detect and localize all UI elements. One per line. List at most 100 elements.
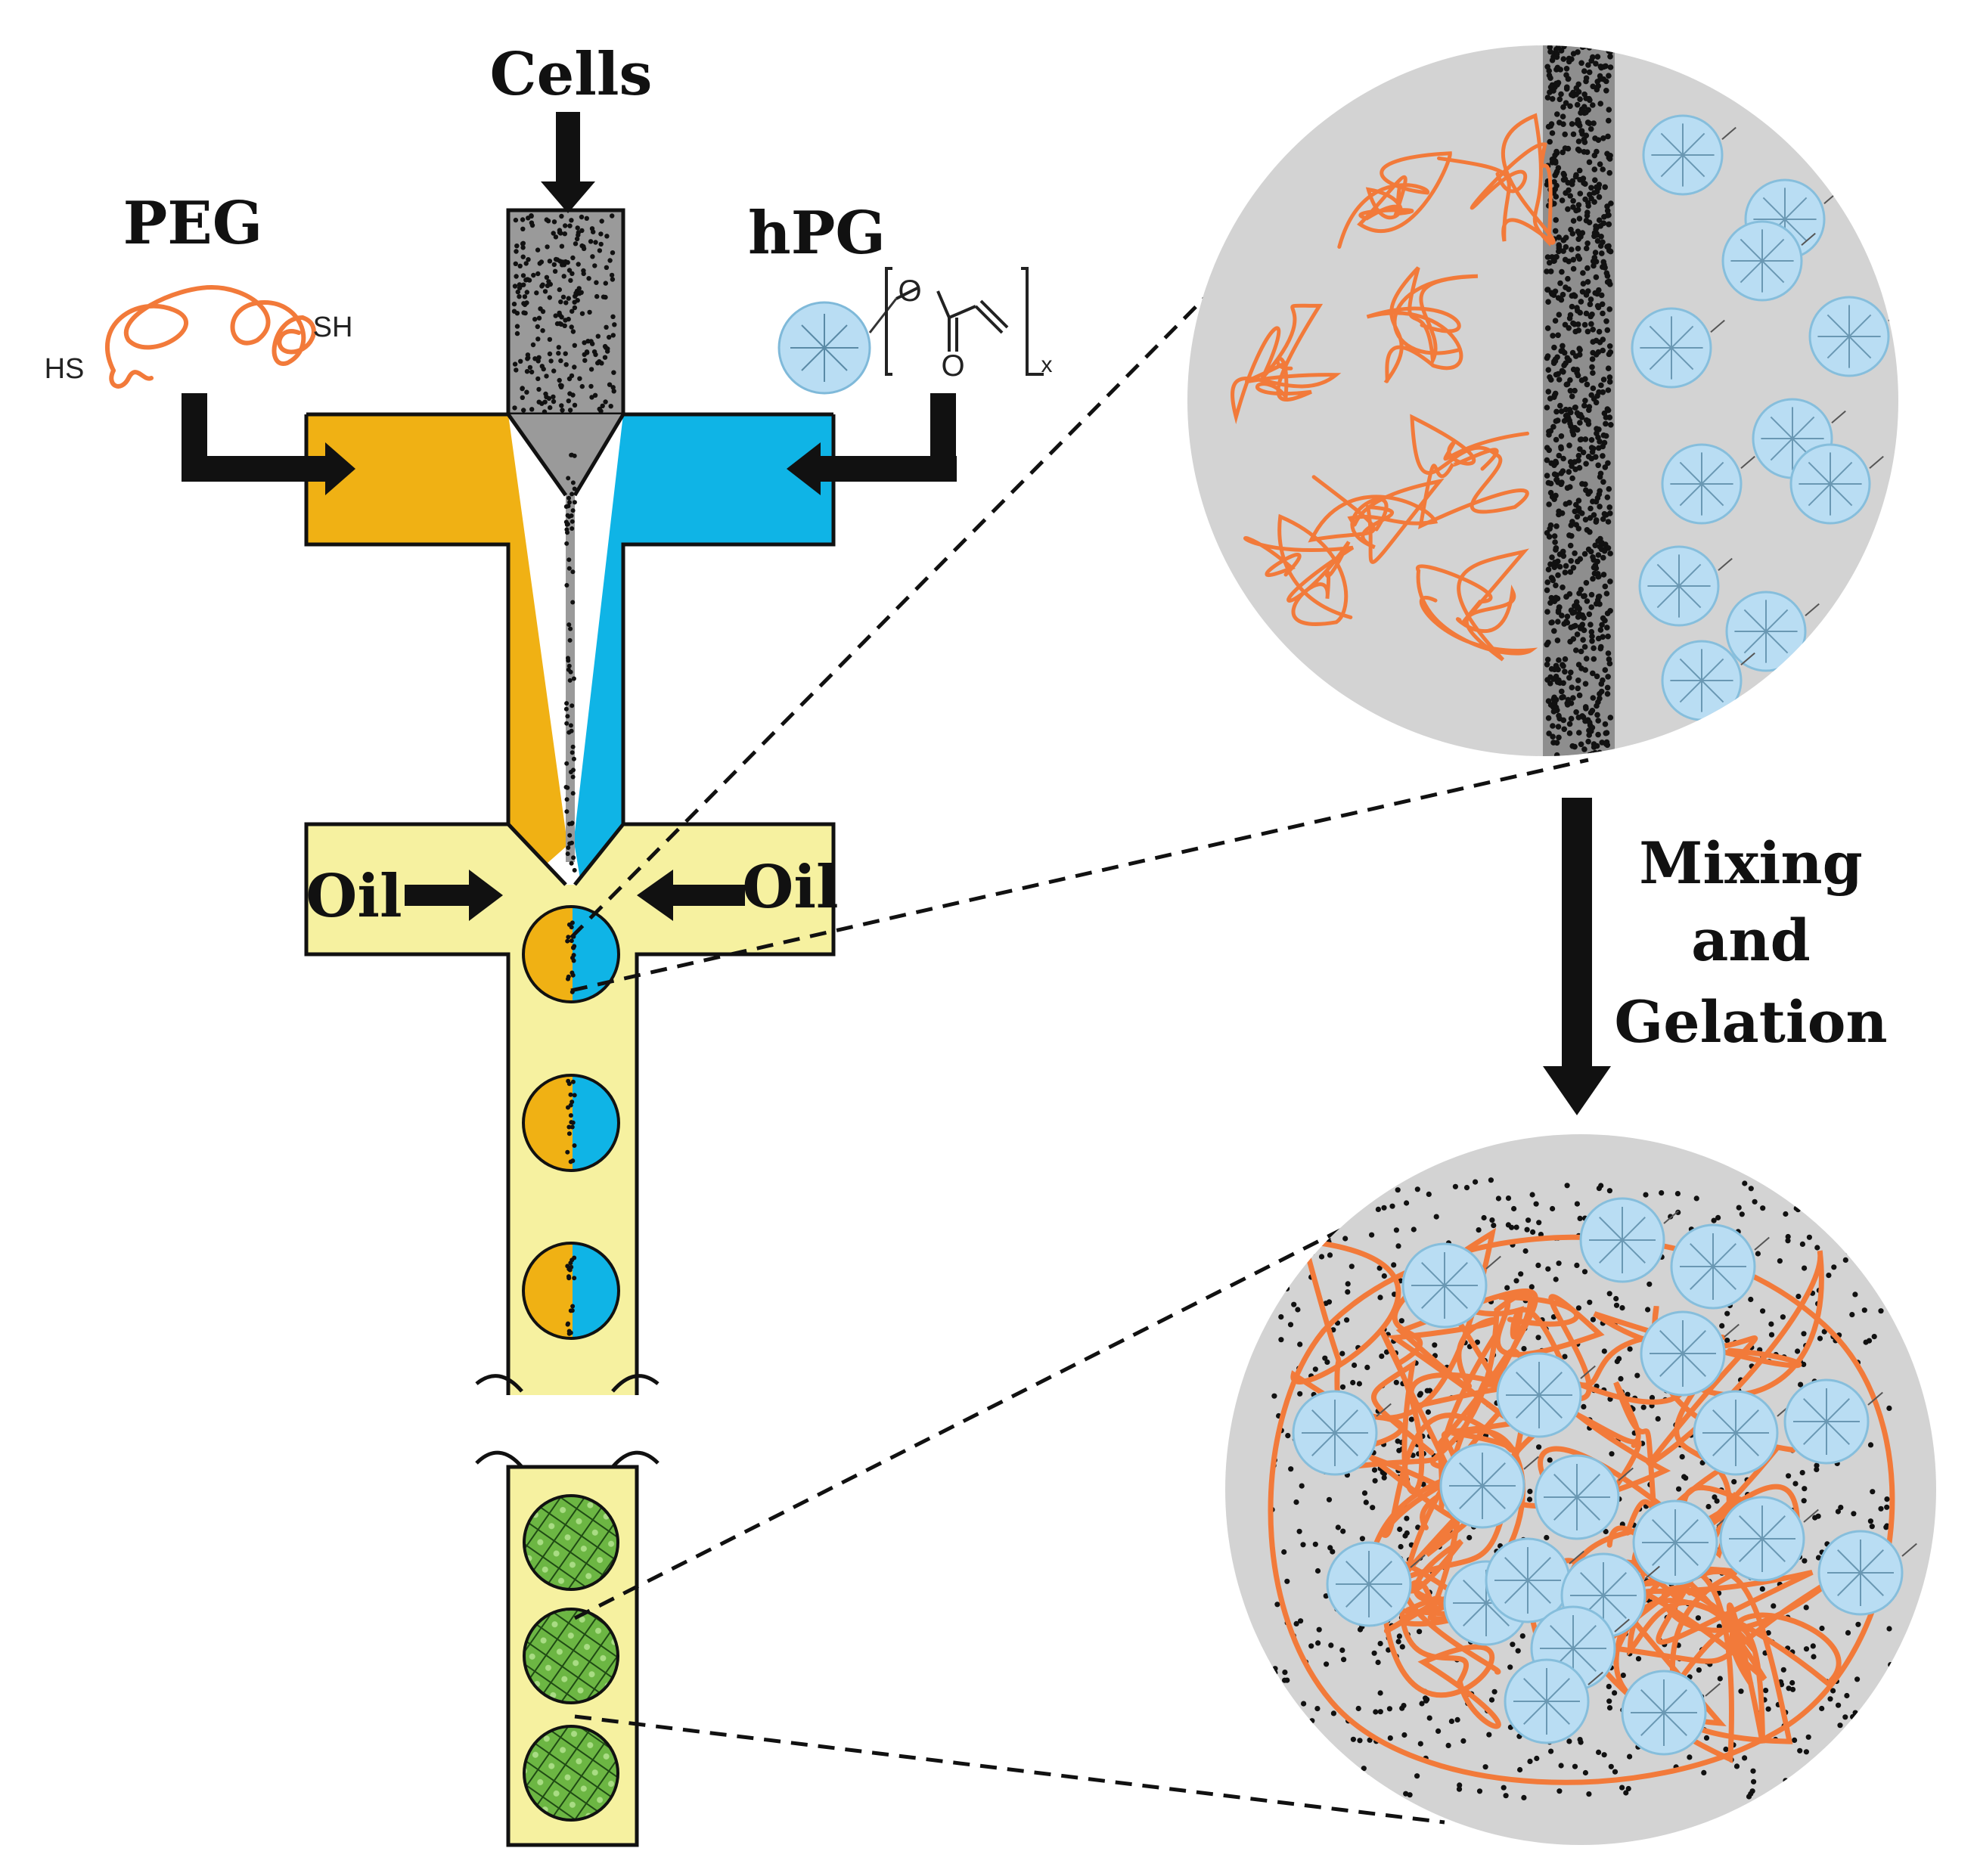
peg-strands xyxy=(1231,113,1556,662)
cell-dot xyxy=(521,282,526,287)
cell-dot xyxy=(569,452,574,457)
cell-dot xyxy=(1780,1667,1786,1673)
cell-dot xyxy=(1884,1523,1890,1529)
cell-dot xyxy=(1518,1271,1524,1277)
cell-dot xyxy=(1606,243,1612,250)
cell-dot xyxy=(1560,237,1567,243)
cell-dot xyxy=(601,294,607,299)
cell-dot xyxy=(1723,1746,1729,1752)
cell-dot xyxy=(1603,78,1609,85)
cell-dot xyxy=(1352,1362,1358,1369)
cell-dot xyxy=(1567,377,1573,383)
cell-dot xyxy=(1659,1190,1665,1196)
cell-dot xyxy=(1562,668,1568,675)
cell-dot xyxy=(1552,390,1559,397)
cell-dot xyxy=(569,324,574,330)
cell-dot xyxy=(569,1264,574,1270)
cell-dot xyxy=(1602,45,1609,49)
cell-dot xyxy=(1298,1618,1304,1624)
cell-dot xyxy=(1569,609,1576,616)
cell-dot xyxy=(1476,1788,1483,1794)
cell-dot xyxy=(1569,427,1576,433)
cell-dot xyxy=(1463,1185,1470,1191)
cell-dot xyxy=(1389,1794,1395,1800)
cell-dot xyxy=(1886,1626,1892,1632)
cell-dot xyxy=(1600,64,1607,70)
cell-dot xyxy=(1552,228,1559,234)
cell-dot xyxy=(1598,688,1605,695)
cell-dot xyxy=(1552,560,1558,566)
cell-dot xyxy=(520,217,526,222)
cell-dot xyxy=(1646,1281,1653,1287)
cell-dot xyxy=(1547,489,1554,496)
cell-dot xyxy=(1696,1667,1702,1673)
cell-dot xyxy=(1270,1293,1276,1299)
cell-dot xyxy=(1339,1350,1345,1357)
cell-dot xyxy=(582,340,587,346)
cell-dot xyxy=(566,1124,572,1130)
cell-dot xyxy=(1625,1391,1631,1397)
cell-dot xyxy=(1567,103,1573,110)
cell-dot xyxy=(1553,408,1560,415)
cell-dot xyxy=(1553,547,1559,553)
cell-dot xyxy=(521,301,526,306)
cell-dot xyxy=(1563,72,1569,78)
cell-dot xyxy=(1878,1240,1884,1246)
cell-dot xyxy=(520,245,526,250)
cell-dot xyxy=(1881,1760,1887,1766)
cell-dot xyxy=(1797,1747,1803,1754)
cell-dot xyxy=(595,333,601,339)
cell-dot xyxy=(1575,678,1581,684)
cell-dot xyxy=(1280,1182,1286,1188)
cell-dot xyxy=(569,938,574,944)
cell-dot xyxy=(1545,389,1552,395)
cell-dot xyxy=(567,833,573,838)
cell-dot xyxy=(1596,287,1602,293)
cell-dot xyxy=(1591,190,1597,196)
cell-dot xyxy=(1544,268,1550,274)
cell-dot xyxy=(1606,485,1612,492)
cell-dot xyxy=(1578,648,1584,655)
cell-dot xyxy=(1614,1358,1620,1365)
cell-dot xyxy=(1581,1403,1587,1409)
cell-dot xyxy=(1607,578,1613,585)
cell-dot xyxy=(1549,57,1556,64)
cell-dot xyxy=(1284,1578,1290,1584)
cell-dot xyxy=(560,262,565,268)
cell-dot xyxy=(1547,75,1553,81)
cell-dot xyxy=(1888,1662,1894,1668)
cell-dot xyxy=(566,268,573,273)
cell-dot xyxy=(1588,604,1594,610)
cell-dot xyxy=(1588,195,1594,202)
cell-dot xyxy=(1544,473,1550,479)
cell-dot xyxy=(1373,1709,1379,1715)
cell-dot xyxy=(1581,643,1588,650)
cell-dot xyxy=(570,1308,575,1313)
cell-dot xyxy=(1270,1769,1276,1775)
cell-dot xyxy=(1567,542,1574,549)
cell-dot xyxy=(569,925,574,930)
cell-dot xyxy=(570,744,576,749)
cell-dot xyxy=(1570,204,1576,210)
cell-dot xyxy=(1548,460,1554,467)
cell-dot xyxy=(1550,723,1556,729)
cell-dot xyxy=(1573,522,1579,528)
cell-dot xyxy=(1588,184,1594,191)
cell-dot xyxy=(1821,1329,1827,1335)
cell-dot xyxy=(1597,439,1603,445)
cell-dot xyxy=(559,403,564,408)
cell-dot xyxy=(1395,1639,1401,1645)
cell-dot xyxy=(1783,1211,1789,1217)
cell-dot xyxy=(1742,1180,1748,1186)
cell-dot xyxy=(1681,1474,1687,1480)
cell-dot xyxy=(565,513,570,518)
cell-dot xyxy=(1315,1791,1322,1797)
cell-dot xyxy=(1560,343,1566,349)
cell-dot xyxy=(520,254,526,259)
cell-dot xyxy=(1376,1784,1382,1790)
cell-dot xyxy=(1340,1528,1346,1534)
cell-dot xyxy=(1586,45,1593,51)
cell-dot xyxy=(575,225,580,231)
cell-dot xyxy=(1535,1262,1541,1268)
cell-dot xyxy=(1328,1642,1334,1648)
